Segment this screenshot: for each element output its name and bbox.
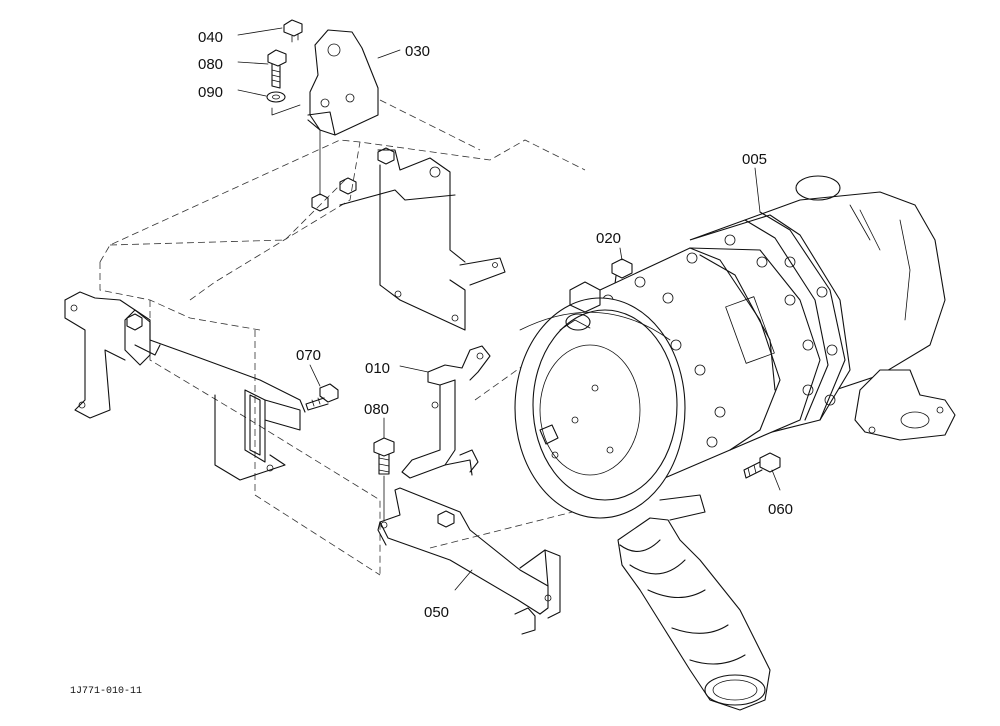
callout-040: 040 <box>198 29 223 46</box>
bolt-080-mid <box>373 437 395 521</box>
frame-bracket <box>64 147 506 481</box>
dpf-muffler-005 <box>514 175 956 711</box>
bolt-040 <box>283 19 303 43</box>
callout-005: 005 <box>742 151 767 168</box>
callout-060: 060 <box>768 501 793 518</box>
callout-050: 050 <box>424 604 449 621</box>
leader-lines <box>237 27 781 591</box>
callout-020: 020 <box>596 230 621 247</box>
callout-080-top: 080 <box>198 56 223 73</box>
callout-070: 070 <box>296 347 321 364</box>
callout-010: 010 <box>365 360 390 377</box>
bracket-010 <box>401 345 491 479</box>
bolt-060 <box>743 452 781 479</box>
bracket-030 <box>307 29 379 136</box>
callout-090: 090 <box>198 84 223 101</box>
bolt-070 <box>305 383 339 411</box>
leader-090-bracket <box>271 104 301 116</box>
callout-080-mid: 080 <box>364 401 389 418</box>
bracket-050 <box>377 487 561 635</box>
callout-030: 030 <box>405 43 430 60</box>
drawing-code: 1J771-010-11 <box>70 686 142 697</box>
washer-090 <box>266 91 286 103</box>
bolt-080-top <box>267 49 287 89</box>
